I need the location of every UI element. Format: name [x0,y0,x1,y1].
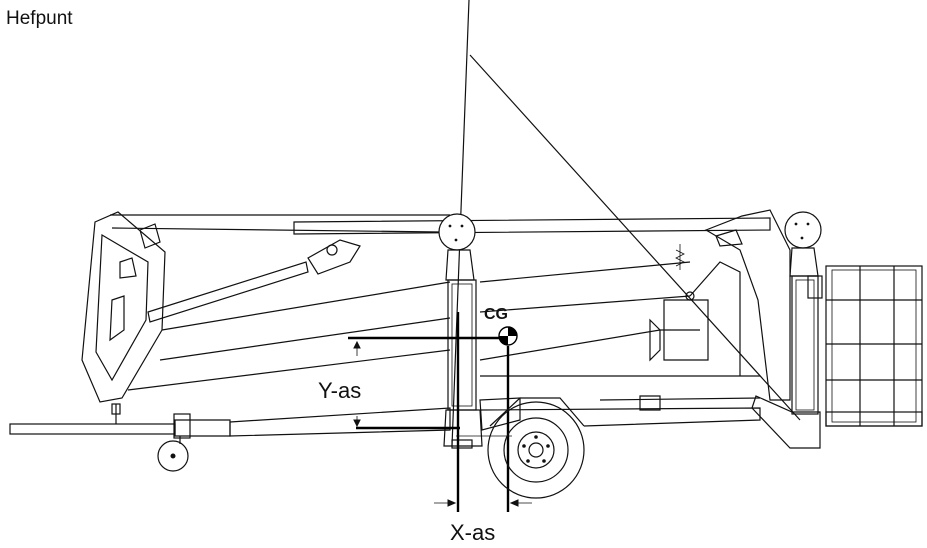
y-axis-label: Y-as [318,378,362,403]
jockey-wheel [157,436,189,472]
main-wheel [487,397,585,499]
chassis [479,395,761,427]
cg-reference-lines [348,312,512,512]
spring-link [675,244,685,270]
drawbar [9,403,451,439]
hydraulic-cylinder [147,239,361,323]
engine-box [649,261,741,376]
rear-bracket [81,211,166,403]
rear-outrigger [751,211,823,449]
front-outrigger [438,213,521,449]
x-dimension-arrows [434,499,532,507]
lifting-point-label: Hefpunt [6,8,73,29]
boom-head [704,209,791,401]
lower-boom [127,261,760,391]
lifting-slings [451,0,801,447]
x-axis-label: X-as [450,520,496,545]
work-platform-basket [825,265,923,427]
cg-symbol [498,326,518,346]
upper-boom [110,214,771,235]
y-dimension-arrows [353,340,361,428]
center-of-gravity-label: CG [484,306,508,323]
